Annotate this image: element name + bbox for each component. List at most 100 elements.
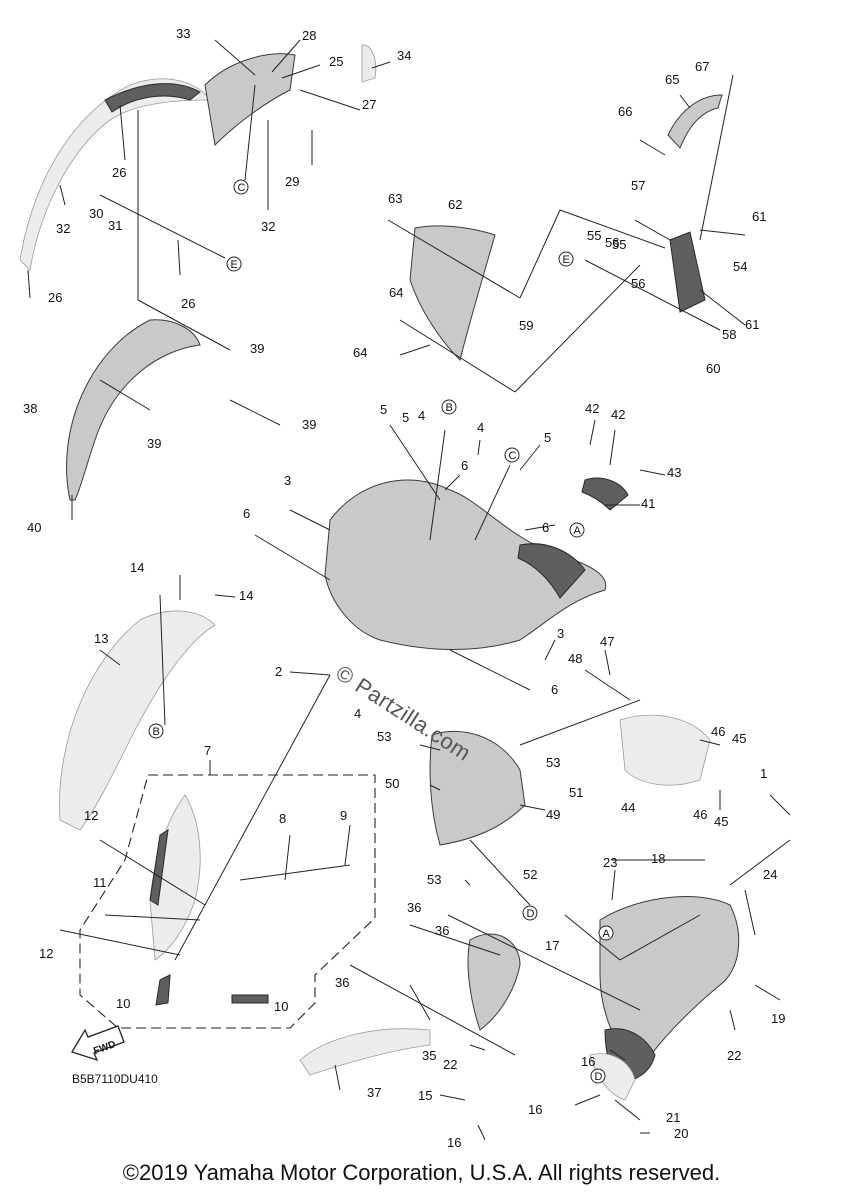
part-label-53c[interactable]: 53: [427, 872, 441, 887]
part-label-57[interactable]: 57: [631, 178, 645, 193]
part-label-63[interactable]: 63: [388, 191, 402, 206]
part-label-26c[interactable]: 26: [181, 296, 195, 311]
part-label-40[interactable]: 40: [27, 520, 41, 535]
part-label-5[interactable]: 5: [380, 402, 387, 417]
callout-d-2[interactable]: D: [595, 1071, 603, 1083]
part-label-53[interactable]: 53: [377, 729, 391, 744]
part-label-16b[interactable]: 16: [528, 1102, 542, 1117]
part-label-9[interactable]: 9: [340, 808, 347, 823]
part-label-46[interactable]: 46: [711, 724, 725, 739]
part-label-25[interactable]: 25: [329, 54, 343, 69]
part-label-19[interactable]: 19: [771, 1011, 785, 1026]
part-label-34[interactable]: 34: [397, 48, 411, 63]
part-label-33[interactable]: 33: [176, 26, 190, 41]
part-label-17[interactable]: 17: [545, 938, 559, 953]
part-label-1[interactable]: 1: [760, 766, 767, 781]
part-label-36b[interactable]: 36: [435, 923, 449, 938]
part-label-4[interactable]: 4: [418, 408, 425, 423]
callout-e-1[interactable]: E: [231, 259, 238, 271]
part-label-26b[interactable]: 26: [48, 290, 62, 305]
part-label-58[interactable]: 58: [722, 327, 736, 342]
part-label-49[interactable]: 49: [546, 807, 560, 822]
part-label-39b[interactable]: 39: [302, 417, 316, 432]
part-label-6[interactable]: 6: [243, 506, 250, 521]
part-label-6c[interactable]: 6: [542, 520, 549, 535]
part-label-12[interactable]: 12: [84, 808, 98, 823]
part-label-42[interactable]: 42: [585, 401, 599, 416]
part-label-64[interactable]: 64: [389, 285, 403, 300]
part-label-14b[interactable]: 14: [239, 588, 253, 603]
part-label-36[interactable]: 36: [407, 900, 421, 915]
part-label-35[interactable]: 35: [422, 1048, 436, 1063]
part-label-27[interactable]: 27: [362, 97, 376, 112]
callout-a-1[interactable]: A: [574, 525, 582, 537]
part-label-32[interactable]: 32: [56, 221, 70, 236]
callout-b-2[interactable]: B: [153, 726, 160, 738]
part-label-64b[interactable]: 64: [353, 345, 367, 360]
part-label-53b[interactable]: 53: [546, 755, 560, 770]
part-label-28[interactable]: 28: [302, 28, 316, 43]
callout-c-1[interactable]: C: [238, 182, 246, 194]
part-label-24[interactable]: 24: [763, 867, 777, 882]
part-label-36c[interactable]: 36: [335, 975, 349, 990]
part-label-50[interactable]: 50: [385, 776, 399, 791]
part-label-16[interactable]: 16: [581, 1054, 595, 1069]
part-label-61[interactable]: 61: [752, 209, 766, 224]
part-label-26[interactable]: 26: [112, 165, 126, 180]
part-label-45[interactable]: 45: [732, 731, 746, 746]
part-label-56b[interactable]: 56: [631, 276, 645, 291]
part-label-5b[interactable]: 5: [402, 410, 409, 425]
part-label-2[interactable]: 2: [275, 664, 282, 679]
part-label-6d[interactable]: 6: [551, 682, 558, 697]
part-label-39c[interactable]: 39: [147, 436, 161, 451]
part-label-52[interactable]: 52: [523, 867, 537, 882]
part-label-62[interactable]: 62: [448, 197, 462, 212]
part-label-38[interactable]: 38: [23, 401, 37, 416]
part-label-66[interactable]: 66: [618, 104, 632, 119]
part-label-29[interactable]: 29: [285, 174, 299, 189]
part-label-5c[interactable]: 5: [544, 430, 551, 445]
part-label-11[interactable]: 11: [93, 875, 107, 890]
part-label-16c[interactable]: 16: [447, 1135, 461, 1150]
part-label-30[interactable]: 30: [89, 206, 103, 221]
part-label-10b[interactable]: 10: [274, 999, 288, 1014]
part-label-60[interactable]: 60: [706, 361, 720, 376]
part-label-20[interactable]: 20: [674, 1126, 688, 1141]
part-label-4c[interactable]: 4: [354, 706, 361, 721]
part-label-59[interactable]: 59: [519, 318, 533, 333]
callout-a-2[interactable]: A: [603, 928, 611, 940]
part-label-55[interactable]: 55: [587, 228, 601, 243]
part-label-54[interactable]: 54: [733, 259, 747, 274]
part-label-3[interactable]: 3: [284, 473, 291, 488]
callout-d-1[interactable]: D: [527, 908, 535, 920]
part-label-8[interactable]: 8: [279, 811, 286, 826]
part-label-6b[interactable]: 6: [461, 458, 468, 473]
part-label-22b[interactable]: 22: [727, 1048, 741, 1063]
part-label-31[interactable]: 31: [108, 218, 122, 233]
part-label-61b[interactable]: 61: [745, 317, 759, 332]
part-label-18[interactable]: 18: [651, 851, 665, 866]
callout-b-1[interactable]: B: [446, 402, 453, 414]
part-label-55b[interactable]: 55: [612, 237, 626, 252]
part-label-13[interactable]: 13: [94, 631, 108, 646]
part-label-47[interactable]: 47: [600, 634, 614, 649]
part-label-42b[interactable]: 42: [611, 407, 625, 422]
part-label-15[interactable]: 15: [418, 1088, 432, 1103]
part-label-22[interactable]: 22: [443, 1057, 457, 1072]
callout-e-2[interactable]: E: [563, 254, 570, 266]
part-label-41[interactable]: 41: [641, 496, 655, 511]
part-label-4b[interactable]: 4: [477, 420, 484, 435]
part-label-43[interactable]: 43: [667, 465, 681, 480]
part-label-37[interactable]: 37: [367, 1085, 381, 1100]
part-label-44[interactable]: 44: [621, 800, 635, 815]
part-label-21[interactable]: 21: [666, 1110, 680, 1125]
part-label-3b[interactable]: 3: [557, 626, 564, 641]
part-label-48[interactable]: 48: [568, 651, 582, 666]
part-label-51[interactable]: 51: [569, 785, 583, 800]
part-label-39[interactable]: 39: [250, 341, 264, 356]
part-label-14[interactable]: 14: [130, 560, 144, 575]
part-label-65[interactable]: 65: [665, 72, 679, 87]
part-label-7[interactable]: 7: [204, 743, 211, 758]
part-label-12b[interactable]: 12: [39, 946, 53, 961]
part-label-10[interactable]: 10: [116, 996, 130, 1011]
